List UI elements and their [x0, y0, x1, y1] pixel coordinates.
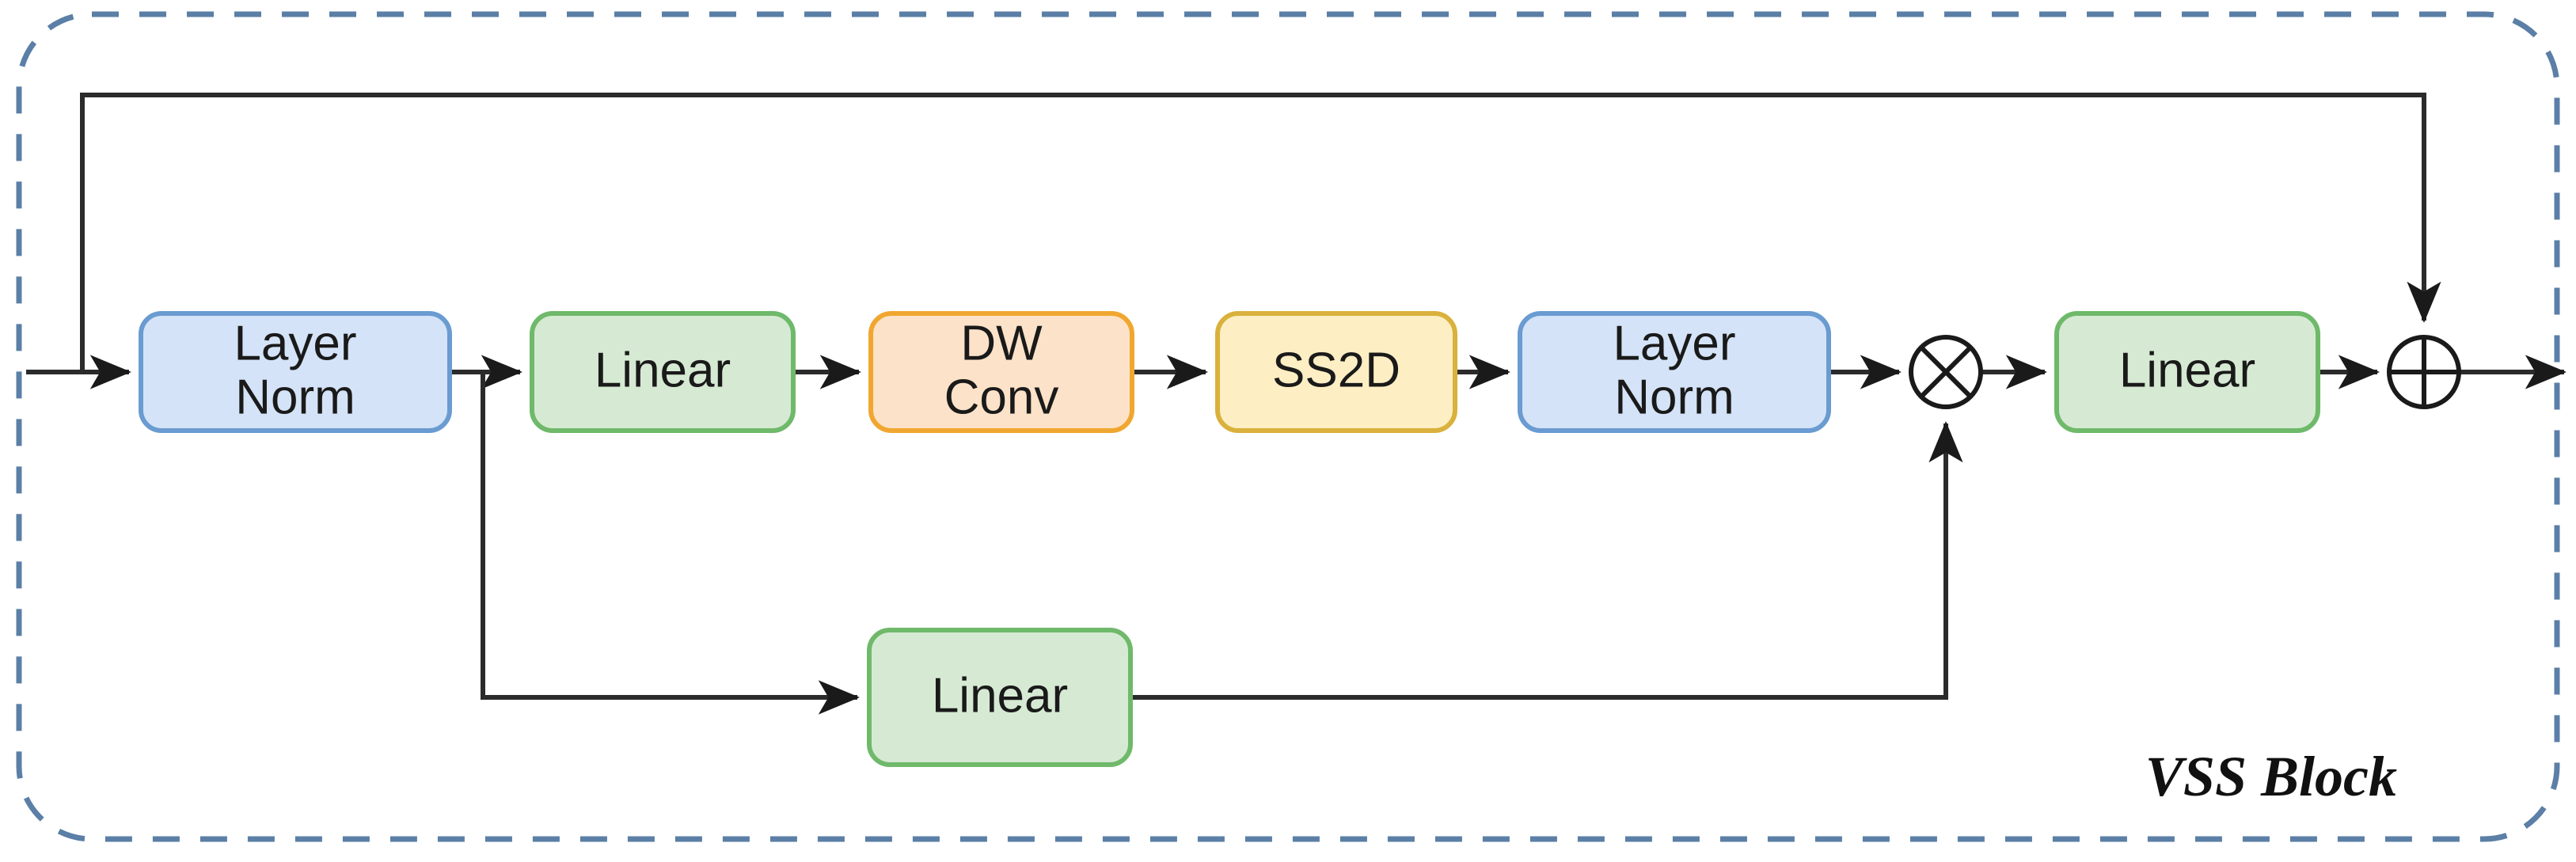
layer-norm-1-label-line2: Norm [235, 370, 355, 424]
vss-block-frame [16, 11, 2560, 842]
linear-1-rect[interactable] [530, 311, 796, 433]
node-linear-1[interactable]: Linear [530, 311, 796, 433]
edge-layer-norm-1-to-linear-3 [481, 370, 861, 715]
layer-norm-2-label-line2: Norm [1614, 370, 1734, 424]
layer-norm-2-rect[interactable] [1518, 311, 1831, 433]
block-title: VSS Block [2145, 745, 2397, 808]
linear-2-label: Linear [2119, 343, 2255, 397]
edge-linear-3-to-multiply [1128, 420, 1963, 700]
ss2d-rect[interactable] [1215, 311, 1457, 433]
layer-norm-1-rect[interactable] [139, 311, 452, 433]
linear-3-rect[interactable] [867, 628, 1133, 767]
node-linear-3[interactable]: Linear [867, 628, 1133, 767]
linear-1-label: Linear [595, 343, 731, 397]
add-plus [2388, 336, 2460, 408]
layer-norm-2-label-line1: Layer [1613, 316, 1735, 370]
linear-3-label: Linear [932, 668, 1068, 723]
node-layer-norm-2[interactable]: Layer Norm [1518, 311, 1831, 433]
node-linear-2[interactable]: Linear [2054, 311, 2320, 433]
edge-skip-connection [80, 93, 2441, 374]
dw-conv-rect[interactable] [868, 311, 1134, 433]
layer-norm-1-label-line1: Layer [234, 316, 356, 370]
node-dw-conv[interactable]: DW Conv [868, 311, 1134, 433]
node-layer-norm-1[interactable]: Layer Norm [139, 311, 452, 433]
multiply-icon[interactable] [1909, 335, 1983, 409]
dw-conv-label-line1: DW [960, 316, 1043, 370]
linear-2-rect[interactable] [2054, 311, 2320, 433]
node-ss2d[interactable]: SS2D [1215, 311, 1457, 433]
ss2d-label: SS2D [1272, 343, 1400, 397]
multiply-cross [1919, 345, 1973, 399]
dw-conv-label-line2: Conv [944, 370, 1059, 424]
add-icon[interactable] [2387, 335, 2461, 409]
